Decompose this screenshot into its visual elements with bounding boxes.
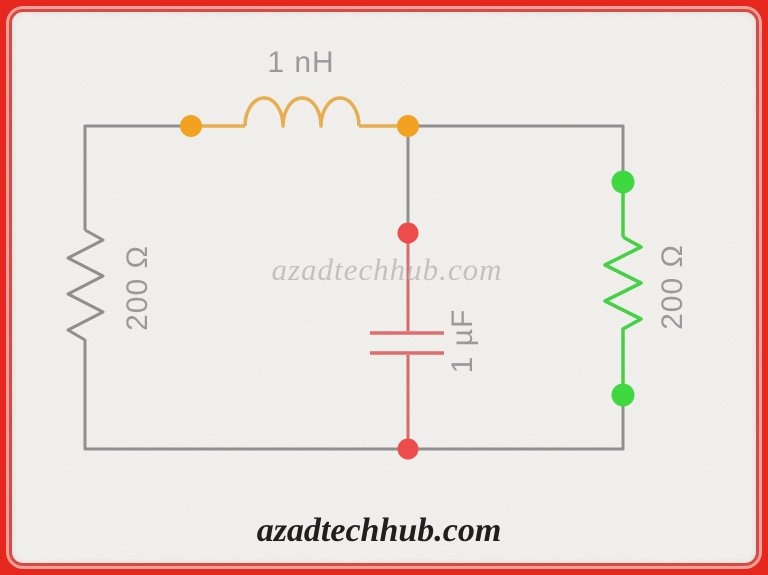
resistor-left-zigzag xyxy=(66,228,105,344)
watermark: azadtechhub.com xyxy=(271,252,502,287)
inductor-coil xyxy=(243,96,361,128)
resistor-right-value-label: 200 Ω xyxy=(656,244,689,330)
capacitor-value-label: 1 µF xyxy=(446,309,479,374)
inductor-node-dot-left xyxy=(180,115,202,137)
resistor-right-zigzag xyxy=(603,235,643,341)
capacitor-node-dot-top xyxy=(397,222,419,244)
wire-left-lower-and-bottom xyxy=(83,344,625,451)
wire-top-left xyxy=(83,124,191,230)
resistor-right-node-dot-bottom xyxy=(611,383,635,407)
resistor-right-node-dot-top xyxy=(611,170,635,194)
inductor-node-dot-right xyxy=(397,115,419,137)
inductor-value-label: 1 nH xyxy=(267,46,334,79)
resistor-left-value-label: 200 Ω xyxy=(121,245,154,331)
wire-top-right xyxy=(408,124,625,182)
footer-site-name: azadtechhub.com xyxy=(257,512,502,549)
capacitor-node-dot-bottom xyxy=(397,438,419,460)
